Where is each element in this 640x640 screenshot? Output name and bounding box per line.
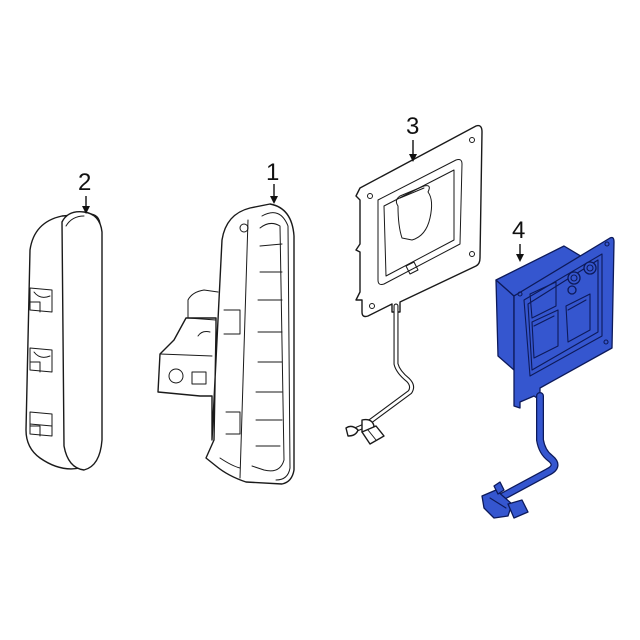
callout-label-3: 3 xyxy=(406,113,419,140)
part-1-bezel-housing[interactable] xyxy=(157,203,295,485)
callout-label-2: 2 xyxy=(78,169,91,196)
part-3-mounting-plate[interactable] xyxy=(345,124,483,445)
part-4-switch-assembly[interactable] xyxy=(481,236,615,519)
callout-3: 3 xyxy=(406,113,419,162)
callout-1: 1 xyxy=(266,159,279,204)
callout-label-1: 1 xyxy=(266,159,279,186)
callout-2: 2 xyxy=(78,169,91,214)
callout-label-4: 4 xyxy=(512,217,525,244)
part-2-cover-panel[interactable] xyxy=(25,211,103,471)
callout-4: 4 xyxy=(512,217,525,262)
